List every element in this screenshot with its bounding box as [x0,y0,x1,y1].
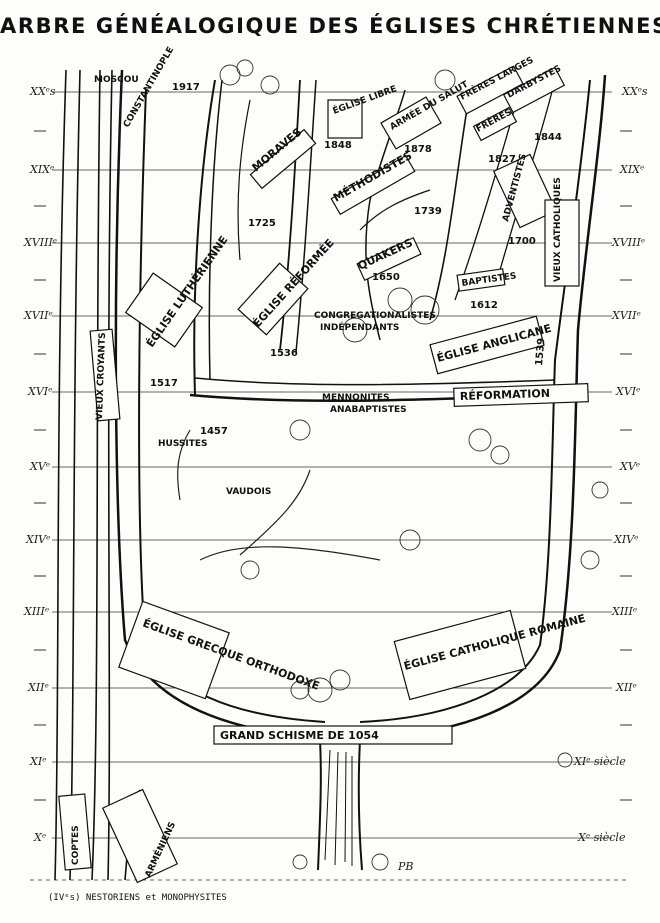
label-reformation: RÉFORMATION [460,387,550,403]
label-mennonites: MENNONITES [322,393,389,403]
century-right: XVIᵉ [615,385,640,398]
year-1650: 1650 [372,272,400,283]
century-left: XIVᵉ [25,533,50,546]
year-1700: 1700 [508,236,536,247]
medieval-branches [177,429,381,561]
year-1612: 1612 [470,300,498,311]
century-left: Xᵉ [33,831,46,844]
year-1917: 1917 [172,82,200,93]
century-left: XXᵉs [29,85,56,98]
century-left: XVᵉ [29,460,50,473]
century-right: XIVᵉ [613,533,638,546]
century-right: XIIᵉ [615,681,637,694]
century-labels-right: XXᵉs XIXᵉ XVIIIᵉ XVIIᵉ XVIᵉ XVᵉ XIVᵉ XII… [573,85,648,844]
year-1539: 1539 [534,338,547,367]
label-coptes: COPTES [71,825,81,865]
label-vieux-catholiques: VIEUX CATHOLIQUES [553,177,563,282]
artist-signature: PB [397,860,414,873]
century-left: XIᵉ [29,755,46,768]
year-1517: 1517 [150,378,178,389]
label-independants: INDÉPENDANTS [320,321,399,333]
year-1844: 1844 [534,132,562,143]
century-right: XVIIIᵉ [611,236,645,249]
label-anabaptistes: ANABAPTISTES [330,405,407,415]
label-vaudois: VAUDOIS [226,487,271,497]
page-title: ARBRE GÉNÉALOGIQUE DES ÉGLISES CHRÉTIENN… [0,14,660,38]
label-vieux-croyants: VIEUX CROYANTS [95,332,108,420]
year-1457: 1457 [200,426,228,437]
century-right: Xᵉ siècle [577,831,626,844]
year-1725: 1725 [248,218,276,229]
footer-note: (IVᵉs) NESTORIENS et MONOPHYSITES [48,893,227,903]
century-right: XIXᵉ [619,163,644,176]
label-constantinople: CONSTANTINOPLE [122,45,176,129]
century-right: XIIIᵉ [611,605,637,618]
year-1536: 1536 [270,348,298,359]
year-1878: 1878 [404,144,432,155]
label-congregationalistes: CONGREGATIONALISTES [314,311,436,321]
foliage [219,59,609,871]
century-left: XVIIIᵉ [23,236,57,249]
century-left: XIIIᵉ [23,605,49,618]
century-right: XXᵉs [621,85,648,98]
label-hussites: HUSSITES [158,439,208,449]
year-1739: 1739 [414,206,442,217]
label-moscou: MOSCOU [94,75,139,85]
year-1848: 1848 [324,140,352,151]
century-right: XVᵉ [619,460,640,473]
century-left: XVIIᵉ [23,309,53,322]
century-left: XVIᵉ [27,385,52,398]
century-right: XVIIᵉ [611,309,641,322]
century-labels-left: XXᵉs XIXᵉ XVIIIᵉ XVIIᵉ XVIᵉ XVᵉ XIVᵉ XII… [23,85,57,844]
label-grand-schisme: GRAND SCHISME DE 1054 [220,729,379,742]
oriental-branches [54,69,141,881]
century-left: XIXᵉ [29,163,54,176]
label-boxes [58,65,589,884]
century-left: XIIᵉ [27,681,49,694]
main-trunk [317,739,363,871]
half-century-ticks [34,130,632,801]
century-right: XIᵉ siècle [573,755,626,768]
year-1827: 1827 [488,154,516,165]
